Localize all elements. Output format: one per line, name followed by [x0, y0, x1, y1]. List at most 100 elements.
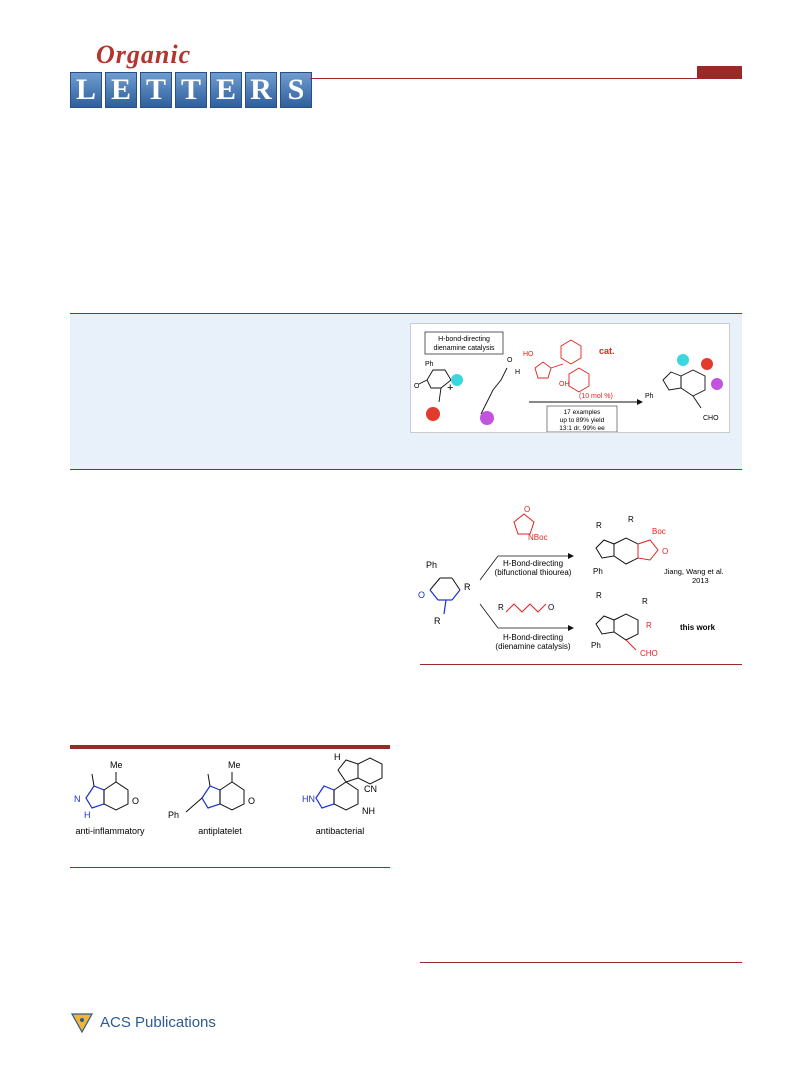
scheme-start-r2: R — [464, 582, 471, 592]
acs-publications-logo: ACS Publications — [70, 1008, 230, 1036]
scheme-top-reagent — [513, 513, 535, 535]
scheme-top-product-ph: Ph — [593, 567, 603, 576]
scheme-citation-1: Jiang, Wang et al. — [664, 567, 724, 576]
toc-loading: (10 mol %) — [579, 393, 613, 400]
toc-arrowhead — [637, 399, 643, 405]
toc-o: O — [414, 383, 420, 390]
compound-3-cn: CN — [364, 784, 377, 794]
toc-box-label-2: dienamine catalysis — [433, 345, 495, 352]
scheme-1-graphic: Ph O R R O NBoc H-Bond-directing (bifunc… — [418, 505, 724, 658]
compound-1-me: Me — [110, 760, 123, 770]
scheme-bottom-reagent-r3: R — [498, 603, 504, 612]
toc-ph: Ph — [425, 361, 434, 368]
scheme-top-product — [595, 537, 659, 565]
compound-3-core — [333, 757, 383, 811]
scheme-start-ph: Ph — [426, 560, 437, 570]
toc-result-1: 17 examples — [564, 409, 602, 416]
acs-hex-icon — [70, 1013, 94, 1034]
toc-product-ph: Ph — [645, 393, 654, 400]
scheme-bottom-product — [595, 613, 639, 651]
journal-logo: Organic L E T T E R S — [66, 40, 316, 110]
scheme-bottom-product-r3: R — [646, 621, 652, 630]
toc-label-box — [424, 331, 504, 355]
scheme-top-product-o: O — [662, 547, 668, 556]
toc-r2-bubble — [451, 374, 463, 386]
scheme-branch-up — [479, 555, 499, 581]
compound-1-n: N — [74, 794, 81, 804]
figure-1: Me N H O anti-inflammatory Me Ph O antip… — [70, 752, 390, 867]
toc-cho: CHO — [703, 415, 719, 422]
compound-1-h: H — [84, 810, 91, 820]
scheme-top-condition-1: H-Bond-directing — [503, 559, 563, 568]
toc-product-r1 — [701, 358, 713, 370]
compound-3-label: antibacterial — [316, 826, 365, 836]
scheme-bottom-condition-1: H-Bond-directing — [503, 633, 563, 642]
logo-letter: S — [280, 72, 312, 108]
figure-1-graphic: Me N H O anti-inflammatory Me Ph O antip… — [74, 752, 383, 836]
logo-letter: L — [70, 72, 102, 108]
toc-graphic: H-bond-directing dienamine catalysis Ph … — [410, 323, 730, 433]
toc-scheme: H-bond-directing dienamine catalysis Ph … — [414, 331, 723, 433]
toc-cat-label: cat. — [599, 346, 615, 356]
compound-1-label: anti-inflammatory — [75, 826, 145, 836]
scheme-this-work: this work — [680, 623, 716, 632]
logo-letter: R — [245, 72, 277, 108]
compound-3-h: H — [334, 752, 341, 762]
toc-box-label-1: H-bond-directing — [438, 336, 490, 343]
header-tab — [697, 66, 742, 79]
scheme-top-reagent-nboc: NBoc — [528, 533, 548, 542]
toc-product-r2 — [677, 354, 689, 366]
compound-2-me: Me — [228, 760, 241, 770]
scheme-1: Ph O R R O NBoc H-Bond-directing (bifunc… — [418, 500, 743, 668]
logo-letter: T — [140, 72, 172, 108]
scheme-top-product-r2: R — [596, 521, 602, 530]
compound-2-o: O — [248, 796, 255, 806]
logo-letter: E — [105, 72, 137, 108]
scheme-top-product-r1: R — [628, 515, 634, 524]
scheme-branch-down — [479, 603, 499, 629]
scheme-bottom-reagent — [505, 603, 547, 613]
scheme-start-r1: R — [434, 616, 441, 626]
toc-plus: + — [447, 382, 453, 394]
scheme-top-reagent-o: O — [524, 505, 530, 514]
logo-letter: T — [175, 72, 207, 108]
scheme-bottom-condition-2: (dienamine catalysis) — [495, 642, 570, 651]
toc-ho: HO — [523, 351, 534, 358]
scheme-start-o: O — [418, 590, 425, 600]
compound-1-pyrazole — [85, 785, 105, 809]
toc-enal-o: O — [507, 357, 513, 364]
compound-1-pyranone — [91, 772, 129, 811]
toc-result-3: 13:1 dr, 99% ee — [559, 425, 605, 432]
scheme-arrowhead-top — [568, 553, 574, 559]
toc-product — [662, 369, 706, 409]
scheme-bottom-product-r2: R — [596, 591, 602, 600]
compound-2-pyrazole — [201, 785, 221, 809]
logo-letter: E — [210, 72, 242, 108]
scheme-start-ring — [429, 577, 461, 591]
compound-2-ph: Ph — [168, 810, 179, 820]
toc-result-2: up to 89% yield — [560, 417, 605, 424]
toc-enal-chain — [480, 367, 508, 415]
journal-logo-script: Organic — [96, 40, 192, 69]
scheme-bottom-product-ph: Ph — [591, 641, 601, 650]
scheme-1-rule — [420, 664, 742, 665]
compound-1-o: O — [132, 796, 139, 806]
journal-logo-letters: L E T T E R S — [70, 72, 312, 108]
toc-enal-h: H — [515, 369, 520, 376]
figure-1-top-rule — [70, 745, 390, 749]
toc-r1-bubble — [426, 407, 440, 421]
compound-2-pyranone — [185, 772, 245, 813]
scheme-arrowhead-bottom — [568, 625, 574, 631]
header-rule — [310, 78, 742, 79]
acs-publications-text: ACS Publications — [100, 1013, 216, 1031]
scheme-bottom-product-r1: R — [642, 597, 648, 606]
toc-oh: OH — [559, 381, 570, 388]
figure-1-bottom-rule — [70, 867, 390, 868]
scheme-top-product-boc: Boc — [652, 527, 666, 536]
compound-3-nh2: NH — [362, 806, 375, 816]
compound-3-hn: HN — [302, 794, 315, 804]
column-bottom-rule — [420, 962, 742, 963]
toc-r3-bubble — [480, 411, 494, 425]
compound-3-pyrazole — [315, 785, 335, 809]
toc-catalyst — [534, 339, 590, 393]
